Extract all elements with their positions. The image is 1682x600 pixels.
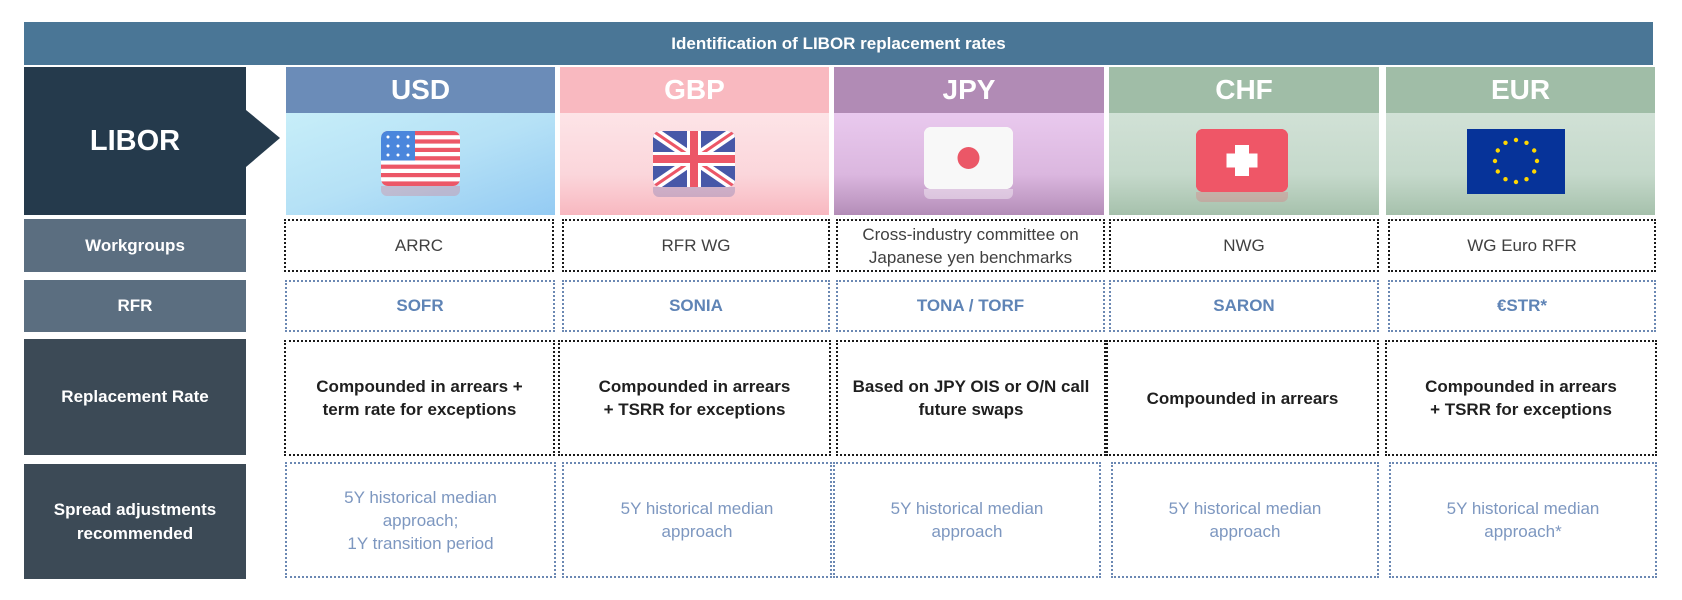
rfr-text: TONA / TORF [916, 296, 1025, 315]
libor-label: LIBOR [89, 124, 181, 157]
replacement-text: Compounded in arrears [1146, 388, 1339, 408]
workgroup-text: WG Euro RFR [1467, 236, 1577, 255]
column-header-eur: EUR [1386, 67, 1655, 113]
currency-code: CHF [1215, 74, 1273, 105]
row-label-rfr: RFR [24, 280, 246, 332]
workgroup-cell-chf: NWG [1109, 219, 1379, 272]
rfr-text: SARON [1213, 296, 1275, 315]
row-label-replacement-rate: Replacement Rate [24, 339, 246, 455]
title-bar: Identification of LIBOR replacement rate… [24, 22, 1653, 65]
replacement-cell-usd: Compounded in arrears +term rate for exc… [284, 340, 555, 456]
row-label-workgroups: Workgroups [24, 219, 246, 272]
rfr-cell-gbp: SONIA [562, 280, 830, 332]
flag-panel-jpy [834, 113, 1104, 215]
flag-reflection [653, 187, 735, 197]
replacement-text: Compounded in arrears+ TSRR for exceptio… [1425, 377, 1617, 419]
replacement-text: Compounded in arrears+ TSRR for exceptio… [598, 377, 791, 419]
flag-reflection [924, 189, 1013, 199]
replacement-text: Compounded in arrears +term rate for exc… [316, 377, 523, 419]
page-title: Identification of LIBOR replacement rate… [671, 33, 1006, 53]
flag-panel-eur [1386, 113, 1655, 215]
label-text: Replacement Rate [61, 387, 209, 406]
workgroup-text: NWG [1223, 236, 1265, 255]
arrow-right-icon [246, 110, 280, 167]
label-text: Workgroups [85, 235, 185, 255]
column-header-gbp: GBP [560, 67, 829, 113]
eu-flag-icon [1467, 129, 1565, 194]
flag-panel-usd [286, 113, 555, 215]
workgroup-cell-eur: WG Euro RFR [1388, 219, 1656, 272]
currency-code: USD [390, 74, 451, 105]
workgroup-cell-gbp: RFR WG [562, 219, 830, 272]
rfr-text: SONIA [669, 296, 723, 315]
us-flag-icon [381, 131, 460, 186]
japan-flag-icon [924, 127, 1013, 189]
workgroup-text: RFR WG [661, 236, 731, 255]
replacement-cell-eur: Compounded in arrears+ TSRR for exceptio… [1385, 340, 1657, 456]
rfr-cell-jpy: TONA / TORF [836, 280, 1105, 332]
currency-code: JPY [942, 74, 996, 105]
flag-panel-gbp [560, 113, 829, 215]
column-header-chf: CHF [1109, 67, 1379, 113]
flag-reflection [1196, 192, 1288, 202]
rfr-cell-eur: €STR* [1388, 280, 1656, 332]
replacement-cell-chf: Compounded in arrears [1106, 340, 1379, 456]
currency-code: EUR [1490, 74, 1551, 105]
label-text: RFR [117, 296, 153, 315]
uk-flag-icon [653, 131, 735, 187]
currency-code: GBP [664, 74, 725, 105]
replacement-cell-gbp: Compounded in arrears+ TSRR for exceptio… [558, 340, 831, 456]
rfr-cell-chf: SARON [1109, 280, 1379, 332]
workgroup-text: ARRC [394, 236, 444, 255]
rfr-text: SOFR [396, 296, 444, 315]
libor-box: LIBOR [24, 67, 246, 215]
column-header-jpy: JPY [834, 67, 1104, 113]
flag-reflection [381, 186, 460, 196]
swiss-flag-icon [1196, 129, 1288, 192]
flag-panel-chf [1109, 113, 1379, 215]
column-header-usd: USD [286, 67, 555, 113]
rfr-text: €STR* [1496, 296, 1548, 315]
workgroup-cell-usd: ARRC [284, 219, 554, 272]
rfr-cell-usd: SOFR [285, 280, 555, 332]
